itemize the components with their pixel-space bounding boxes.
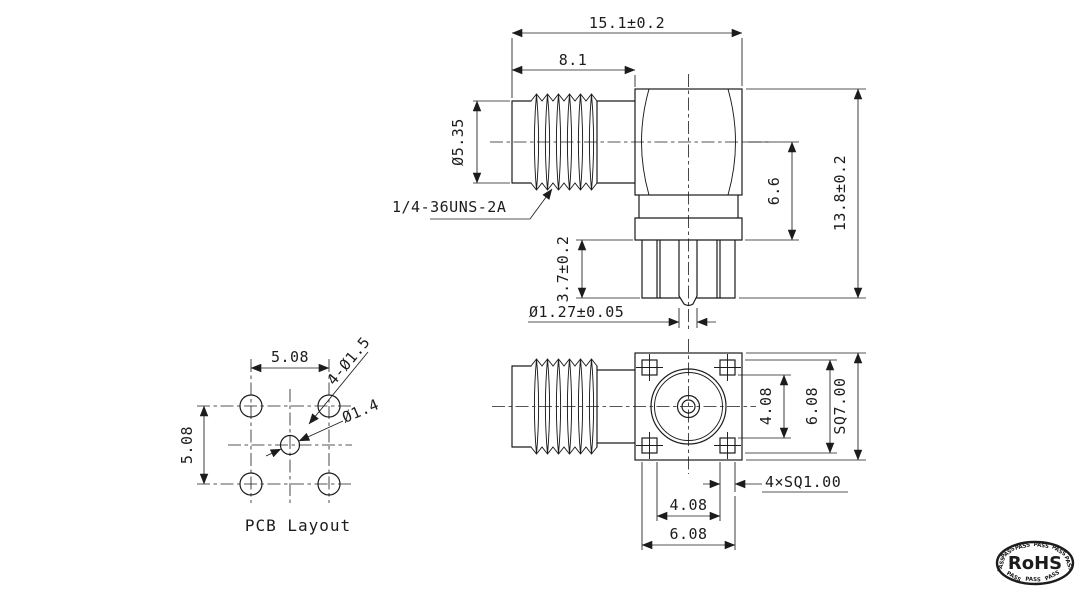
bottom-dim-legs-outer-v: 6.08 xyxy=(803,387,821,425)
dim-leg-length: 3.7±0.2 xyxy=(554,236,572,303)
dim-pin-diameter: Ø1.27±0.05 xyxy=(529,303,624,321)
pcb-hole-center xyxy=(279,434,301,456)
dim-thread-length: 8.1 xyxy=(559,51,588,69)
pcb-corner-holes-label: 4-Ø1.5 xyxy=(323,333,374,388)
rohs-pass-text: PASS xyxy=(997,556,1007,573)
dim-thread-diameter: Ø5.35 xyxy=(449,118,467,166)
pcb-dimensions xyxy=(199,351,369,485)
leg-bottom-left xyxy=(636,432,663,459)
side-view-centerlines xyxy=(490,74,770,330)
dim-total-length: 15.1±0.2 xyxy=(589,14,665,32)
rohs-ellipse xyxy=(995,540,1075,586)
pcb-holes xyxy=(239,394,341,496)
side-view-dimensions xyxy=(430,28,866,328)
side-view: 15.1±0.2 8.1 Ø5.35 1/4-36UNS-2A 6.6 13.8… xyxy=(392,14,866,330)
rohs-pass-text: PASS xyxy=(1062,555,1073,572)
leg-top-left xyxy=(636,354,663,381)
pcb-center-hole-label: Ø1.4 xyxy=(340,395,382,426)
rohs-label: RoHS xyxy=(1008,553,1062,574)
side-view-outline xyxy=(511,88,743,307)
leg-top-right xyxy=(714,354,741,381)
bottom-dim-legs-outer-h: 6.08 xyxy=(669,525,707,543)
bottom-dim-legs-inner-v: 4.08 xyxy=(757,387,775,425)
bottom-dim-body-square: SQ7.00 xyxy=(831,377,849,434)
rohs-pass-text: PASS xyxy=(1033,542,1049,550)
dim-overall-height: 13.8±0.2 xyxy=(831,155,849,231)
thread-spec-label: 1/4-36UNS-2A xyxy=(392,198,506,216)
pcb-dim-pitch-x: 5.08 xyxy=(271,348,309,366)
pcb-hole-bottom-left xyxy=(239,472,263,496)
leg-bottom-right xyxy=(714,432,741,459)
rohs-stamp: RoHS PASS PASS PASS PASS PASS PASS PASS … xyxy=(995,540,1075,586)
pcb-hole-top-left xyxy=(239,394,263,418)
bottom-view-outline xyxy=(511,352,743,461)
pcb-hole-bottom-right xyxy=(317,472,341,496)
rohs-pass-text: PASS xyxy=(1025,577,1041,584)
bottom-view-dimensions xyxy=(641,352,866,550)
rohs-pass-text: PASS xyxy=(1015,542,1031,552)
pcb-dim-pitch-y: 5.08 xyxy=(178,426,196,464)
bottom-dim-legs-inner-h: 4.08 xyxy=(669,496,707,514)
bottom-legs-spec-label: 4×SQ1.00 xyxy=(765,473,841,491)
bottom-view-centerlines xyxy=(492,339,756,474)
pcb-hole-top-right xyxy=(317,394,341,418)
pcb-centerlines xyxy=(197,359,352,505)
bottom-view: 4.08 6.08 SQ7.00 4×SQ1.00 4.08 6.08 xyxy=(492,339,866,550)
pcb-layout-caption: PCB Layout xyxy=(245,516,351,535)
dim-center-height: 6.6 xyxy=(765,177,783,206)
pcb-layout-view: 5.08 5.08 4-Ø1.5 Ø1.4 PCB Layout xyxy=(178,333,382,535)
